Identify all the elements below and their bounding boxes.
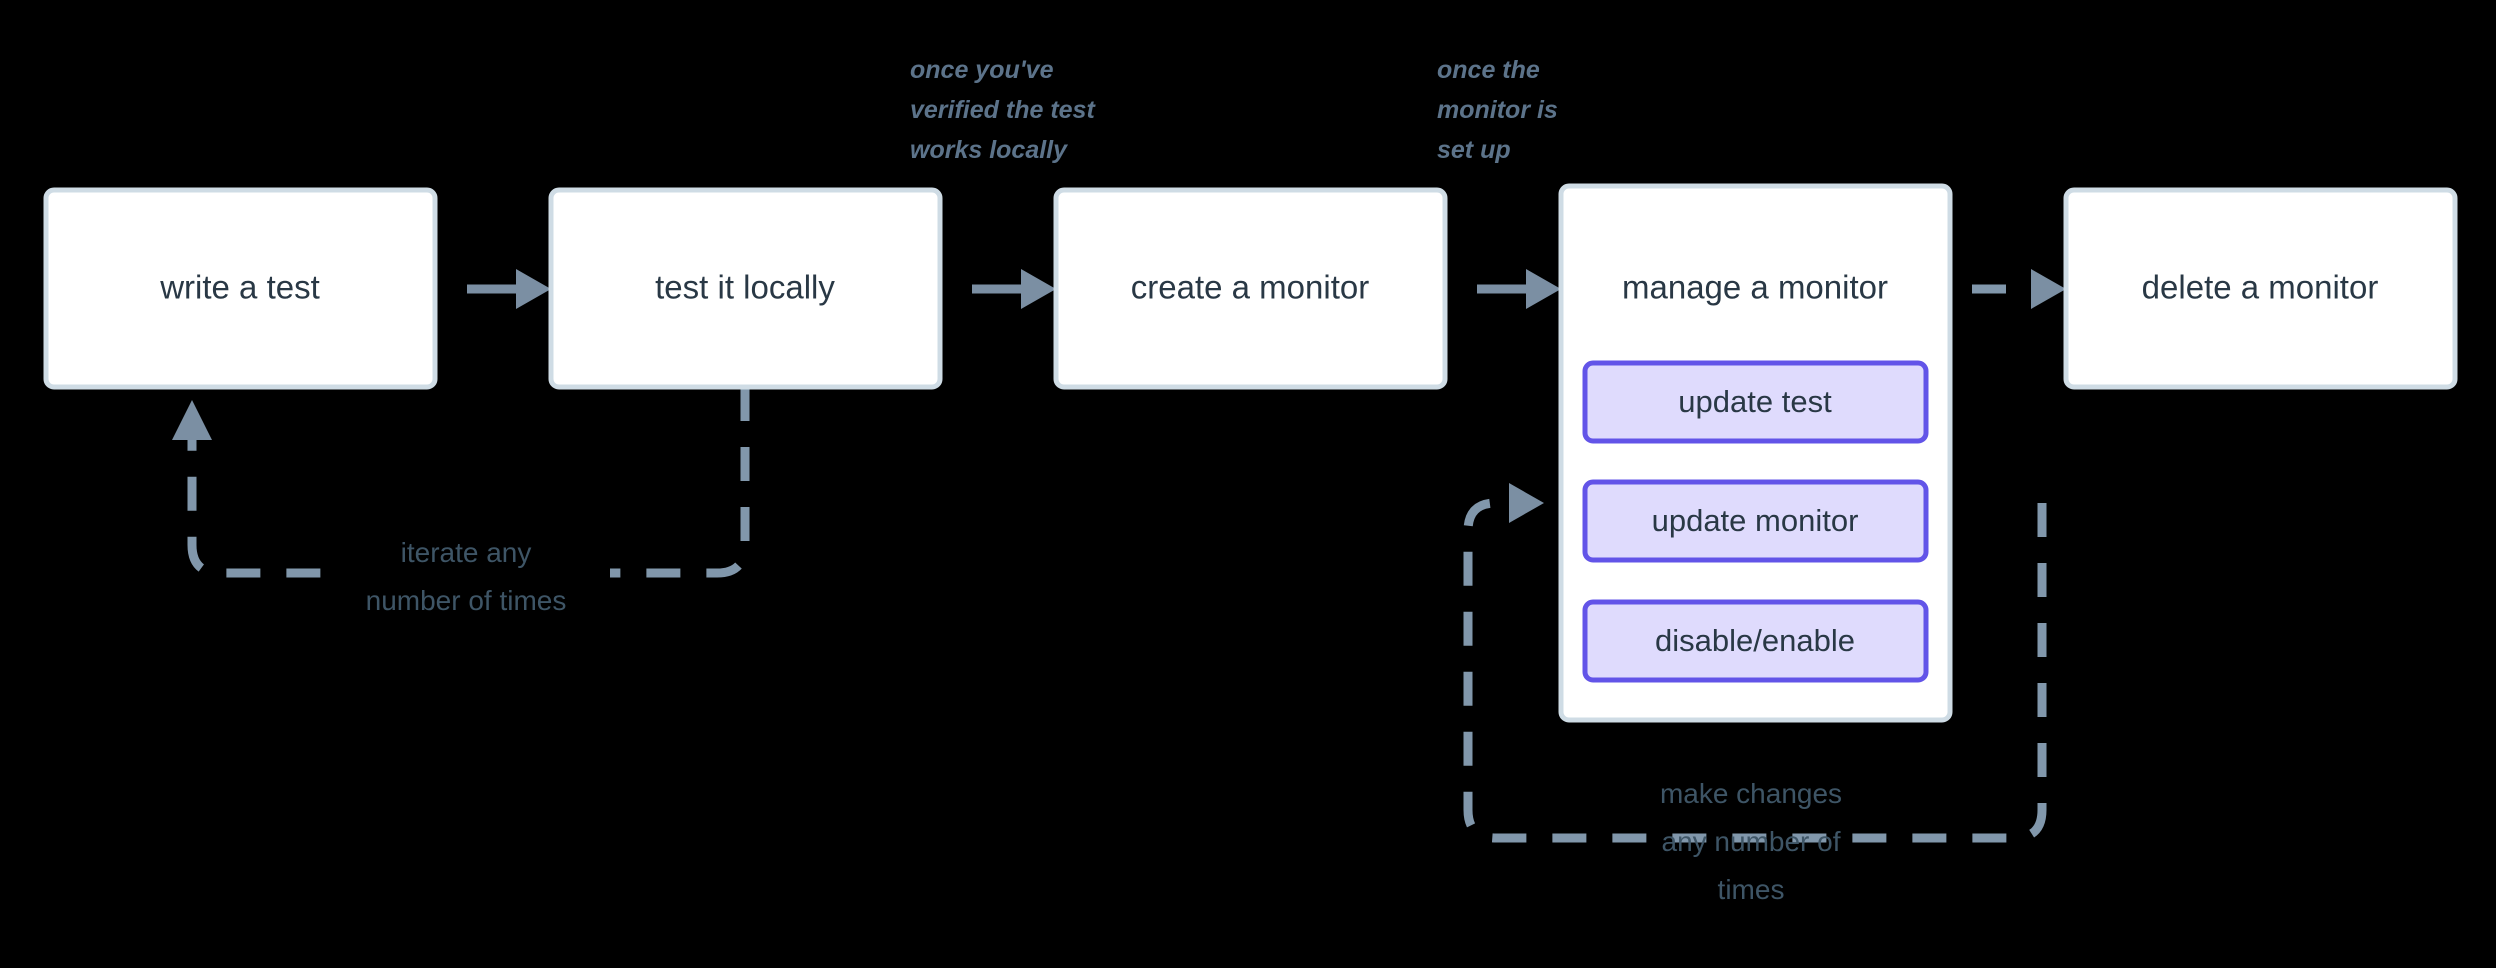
iterate-loop-label-backdrop — [330, 528, 610, 616]
sub-node-update-monitor-rect[interactable] — [1582, 479, 1929, 563]
sub-node-update-monitor[interactable]: update monitor — [1582, 479, 1929, 563]
node-create-a-monitor-rect[interactable] — [1053, 187, 1448, 390]
sub-node-update-test-label: update test — [1678, 384, 1832, 419]
sub-node-update-test[interactable]: update test — [1582, 360, 1929, 444]
node-delete-a-monitor[interactable]: delete a monitor — [2063, 187, 2458, 390]
node-delete-a-monitor-rect[interactable] — [2063, 187, 2458, 390]
edge-testlocal-to-create — [972, 269, 1056, 309]
node-test-it-locally-rect[interactable] — [548, 187, 943, 390]
iterate-loop-label: iterate any number of times — [330, 528, 610, 616]
note-verified-test: once you've verified the test works loca… — [910, 56, 1096, 164]
iterate-loop-label-line-1: iterate any — [401, 537, 532, 568]
edge-make-changes-loop — [1463, 483, 2047, 843]
note-monitor-setup: once the monitor is set up — [1437, 56, 1558, 164]
note-monitor-setup-line-1: once the — [1437, 56, 1540, 84]
sub-node-update-monitor-label: update monitor — [1652, 503, 1859, 538]
make-changes-loop-label-backdrop — [1620, 770, 1882, 818]
make-changes-loop-label-line-3: times — [1718, 874, 1785, 905]
edge-create-to-manage — [1477, 269, 1561, 309]
node-manage-a-monitor[interactable]: manage a monitor update test update moni… — [1558, 183, 1953, 723]
node-delete-a-monitor-label: delete a monitor — [2142, 269, 2379, 306]
node-create-a-monitor-label: create a monitor — [1131, 269, 1369, 306]
node-manage-a-monitor-label: manage a monitor — [1622, 269, 1888, 306]
node-manage-a-monitor-rect[interactable] — [1558, 183, 1953, 723]
node-write-a-test[interactable]: write a test — [43, 187, 438, 390]
note-verified-test-line-2: verified the test — [910, 96, 1096, 124]
note-monitor-setup-line-3: set up — [1437, 136, 1511, 164]
note-verified-test-line-3: works locally — [910, 136, 1068, 164]
note-verified-test-line-1: once you've — [910, 56, 1054, 84]
note-monitor-setup-line-2: monitor is — [1437, 96, 1558, 124]
make-changes-loop-label-line-1: make changes — [1660, 778, 1842, 809]
sub-node-disable-enable-label: disable/enable — [1655, 623, 1855, 658]
make-changes-loop-label-line-2: any number of — [1662, 826, 1841, 857]
node-create-a-monitor[interactable]: create a monitor — [1053, 187, 1448, 390]
edge-write-to-testlocal — [467, 269, 551, 309]
node-write-a-test-rect[interactable] — [43, 187, 438, 390]
iterate-loop-label-line-2: number of times — [366, 585, 567, 616]
edge-manage-to-delete — [1972, 269, 2066, 309]
node-test-it-locally-label: test it locally — [655, 269, 835, 306]
node-test-it-locally[interactable]: test it locally — [548, 187, 943, 390]
sub-node-update-test-rect[interactable] — [1582, 360, 1929, 444]
make-changes-loop-label: make changes any number of times — [1620, 770, 1882, 905]
sub-node-disable-enable-rect[interactable] — [1582, 599, 1929, 683]
sub-node-disable-enable[interactable]: disable/enable — [1582, 599, 1929, 683]
node-write-a-test-label: write a test — [159, 269, 320, 306]
